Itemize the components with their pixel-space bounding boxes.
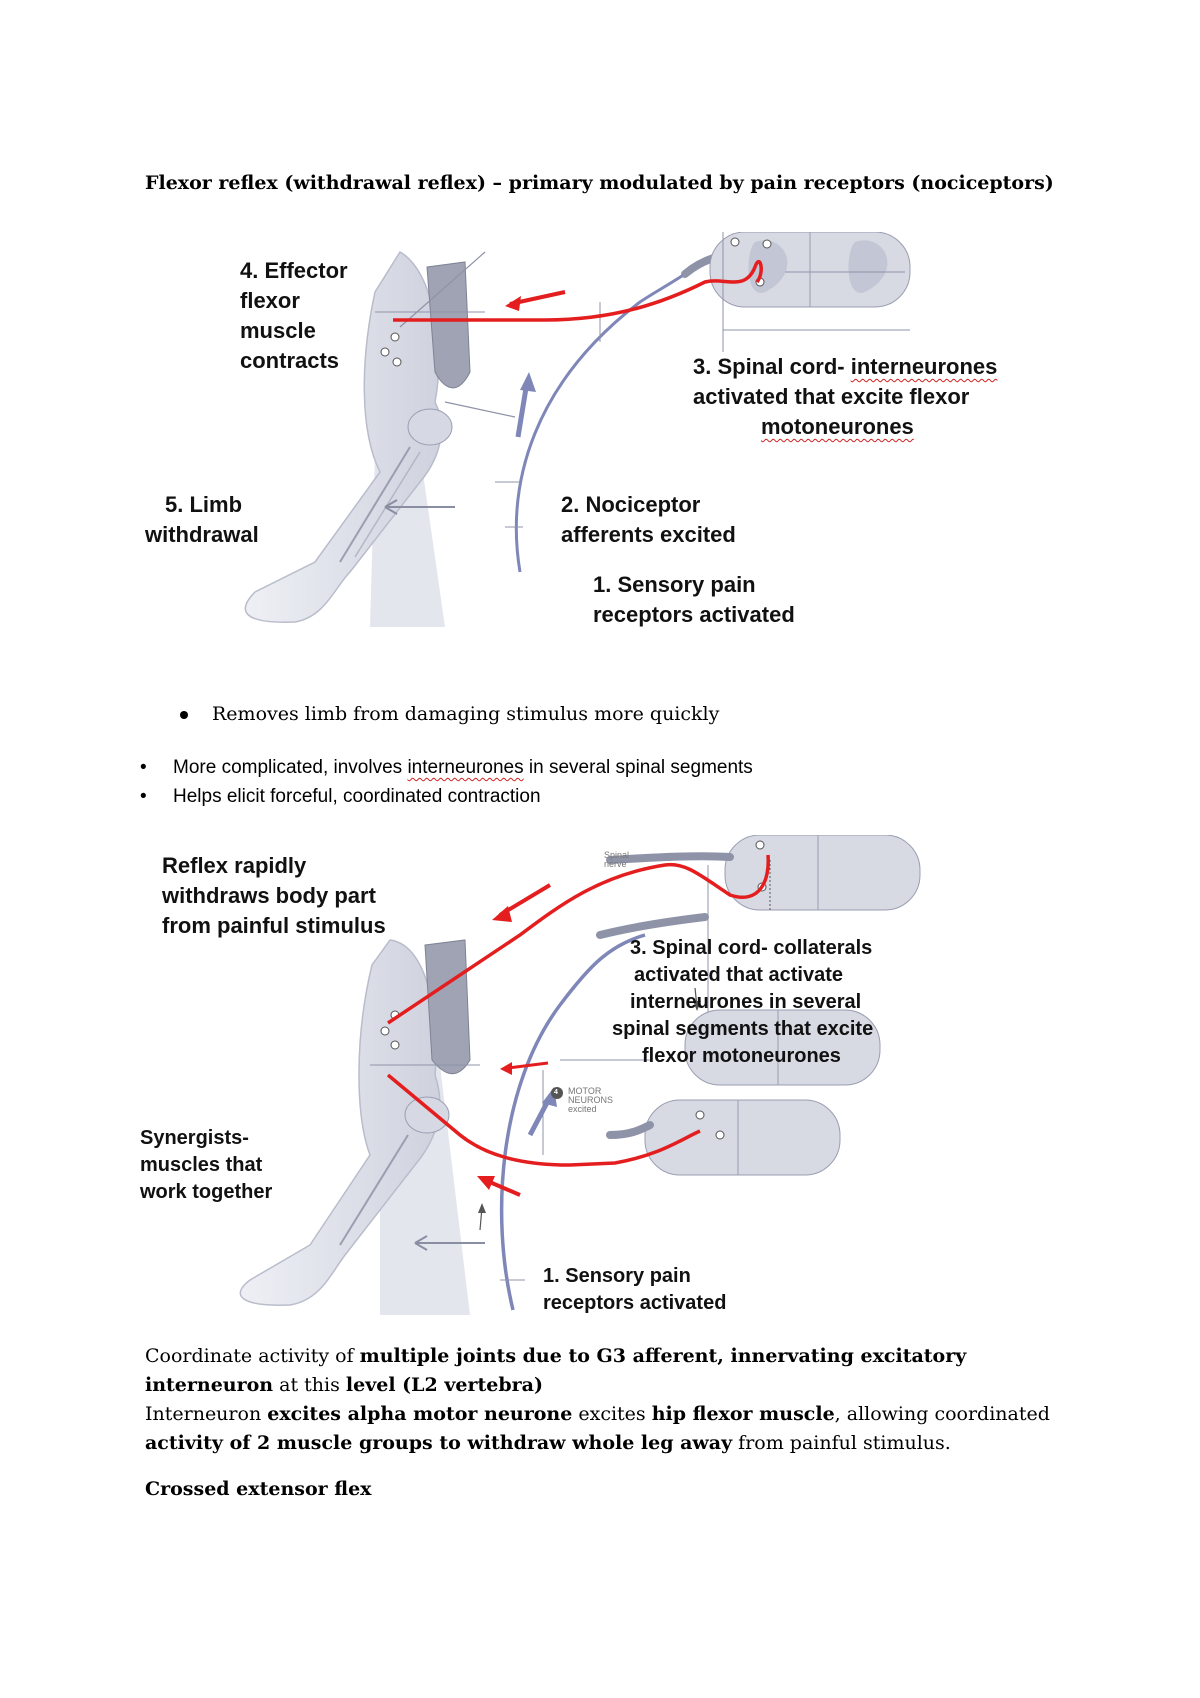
label-reflex-rapidly: Reflex rapidly withdraws body part from … — [162, 851, 386, 941]
label-motor-number: 4 — [554, 1089, 558, 1097]
knee-joint — [408, 409, 452, 445]
multi-segment-reflex-diagram: Reflex rapidly withdraws body part from … — [140, 835, 1000, 1320]
list-item: •Helps elicit forceful, coordinated cont… — [140, 782, 753, 811]
label-effector: 4. Effector flexor muscle contracts — [240, 256, 348, 376]
list-item: •More complicated, involves interneurone… — [140, 753, 753, 782]
flexor-muscle — [425, 940, 470, 1074]
page-heading: Flexor reflex (withdrawal reflex) – prim… — [145, 172, 1054, 194]
label-nociceptor: 2. Nociceptor afferents excited — [561, 490, 736, 550]
spinal-cord-upper — [725, 835, 920, 910]
label-sensory-receptors-2: 1. Sensory pain receptors activated — [543, 1263, 726, 1317]
label-motor-neurons: MOTOR NEURONS excited — [568, 1087, 613, 1114]
label-spinal-collaterals: 3. Spinal cord- collaterals activated th… — [630, 935, 873, 1070]
label-sensory-receptors: 1. Sensory pain receptors activated — [593, 570, 795, 630]
label-spinal-cord: 3. Spinal cord- interneurones activated … — [693, 352, 997, 442]
label-limb-withdrawal: 5. Limb withdrawal — [145, 490, 259, 550]
paragraph-coordinate-activity: Coordinate activity of multiple joints d… — [145, 1342, 1050, 1458]
label-synergists: Synergists- muscles that work together — [140, 1125, 272, 1206]
sans-bullet-list: •More complicated, involves interneurone… — [140, 753, 753, 811]
label-spinal-nerve: Spinal nerve — [604, 851, 629, 869]
closing-heading: Crossed extensor flex — [145, 1478, 372, 1500]
bullet-dot — [180, 711, 188, 719]
bullet-removes-limb: Removes limb from damaging stimulus more… — [180, 703, 719, 725]
sensory-afferent — [502, 935, 645, 1310]
flexor-reflex-diagram: 4. Effector flexor muscle contracts 3. S… — [145, 232, 1050, 637]
